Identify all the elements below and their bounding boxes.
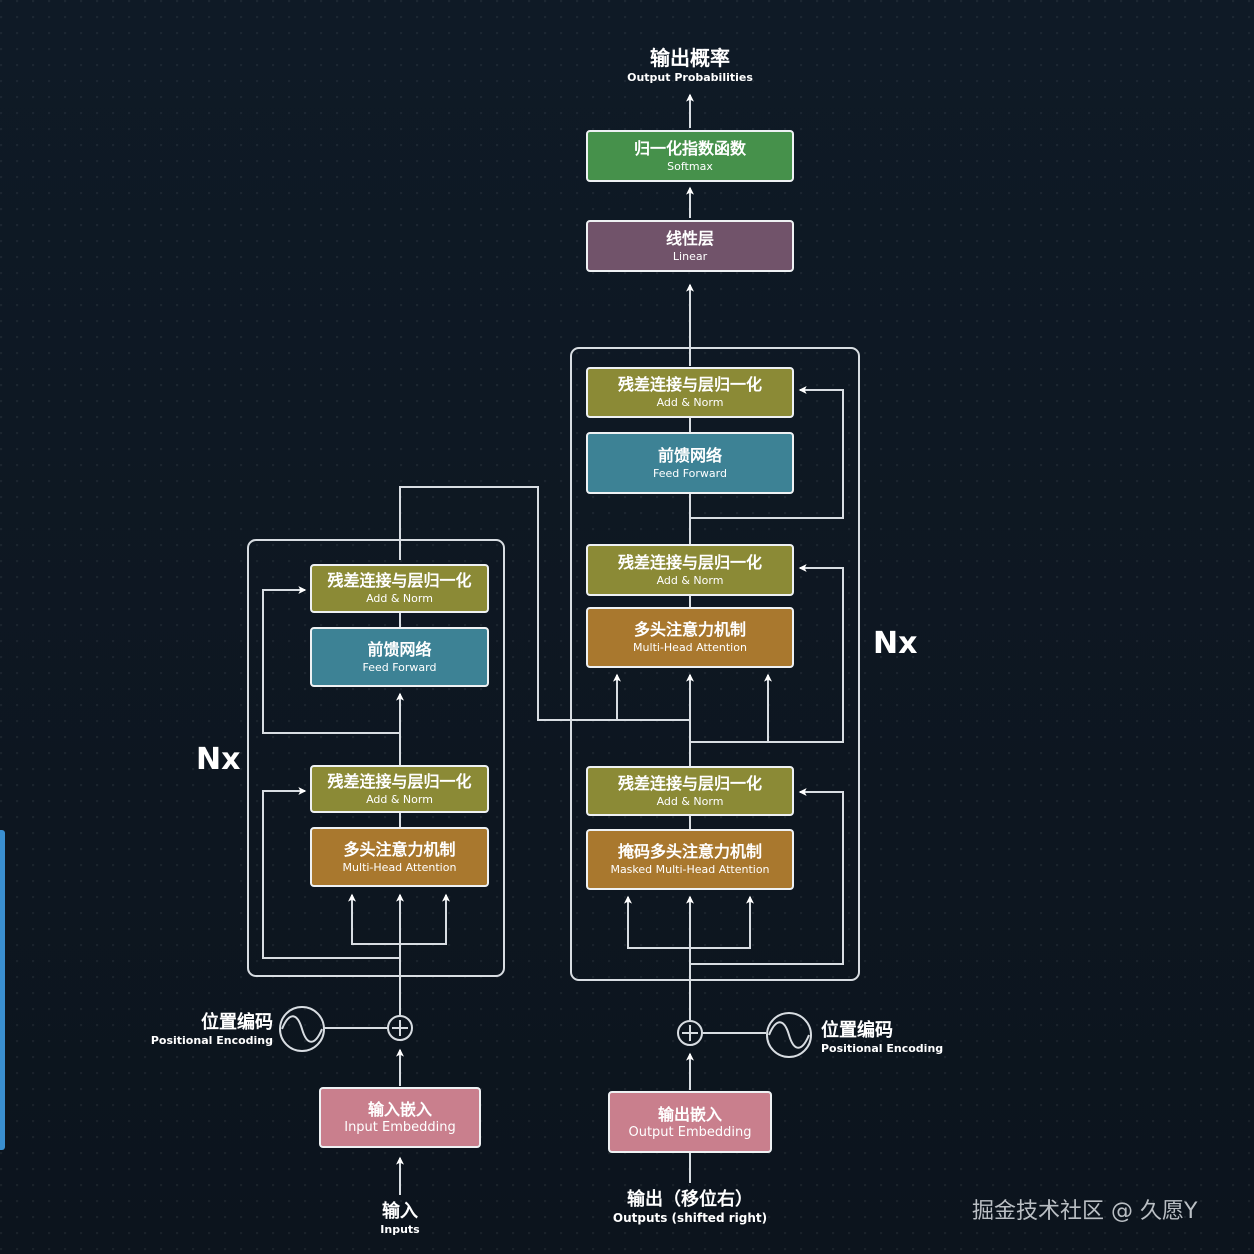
linear-en: Linear xyxy=(672,249,708,263)
input-embedding-en: Input Embedding xyxy=(344,1120,456,1135)
encoder-add-norm-top: 残差连接与层归一化 Add & Norm xyxy=(310,564,489,613)
dec-plus-node xyxy=(677,1020,703,1046)
decoder-positional-en: Positional Encoding xyxy=(821,1042,944,1055)
decoder-masked-attention-zh: 掩码多头注意力机制 xyxy=(617,842,762,861)
encoder-frame xyxy=(247,539,505,977)
enc-to-dec-connector xyxy=(399,486,690,721)
output-probabilities-zh: 输出概率 xyxy=(650,46,730,70)
inputs-en: Inputs xyxy=(380,1223,420,1236)
watermark-text: 掘金技术社区 @ 久愿Y xyxy=(972,1199,1198,1224)
enc-residual-top xyxy=(262,586,400,734)
encoder-feed-forward-en: Feed Forward xyxy=(362,660,437,674)
decoder-attention-zh: 多头注意力机制 xyxy=(633,620,746,639)
enc-plus-node xyxy=(387,1015,413,1041)
encoder-add-norm-top-en: Add & Norm xyxy=(366,592,433,605)
encoder-add-norm-bottom-zh: 残差连接与层归一化 xyxy=(327,771,472,791)
decoder-masked-attention: 掩码多头注意力机制 Masked Multi-Head Attention xyxy=(586,829,794,890)
decoder-feed-forward-en: Feed Forward xyxy=(653,466,727,480)
decoder-add-norm-bottom: 残差连接与层归一化 Add & Norm xyxy=(586,766,794,816)
encoder-feed-forward-zh: 前馈网络 xyxy=(367,639,432,659)
encoder-attention-zh: 多头注意力机制 xyxy=(343,839,456,859)
enc-att-in-right xyxy=(400,893,450,945)
dec-residual-top xyxy=(690,386,844,519)
linear-block: 线性层 Linear xyxy=(586,220,794,272)
decoder-add-norm-mid: 残差连接与层归一化 Add & Norm xyxy=(586,544,794,596)
decoder-feed-forward-zh: 前馈网络 xyxy=(657,445,722,465)
dec-mask-in-right xyxy=(690,895,754,949)
encoder-add-norm-bottom: 残差连接与层归一化 Add & Norm xyxy=(310,765,489,813)
output-embedding-block: 输出嵌入 Output Embedding xyxy=(608,1091,772,1153)
encoder-feed-forward: 前馈网络 Feed Forward xyxy=(310,627,489,687)
decoder-add-norm-top-en: Add & Norm xyxy=(656,396,724,409)
linear-zh: 线性层 xyxy=(665,228,714,248)
encoder-attention-en: Multi-Head Attention xyxy=(342,860,457,874)
inputs-zh: 输入 xyxy=(382,1201,418,1222)
decoder-attention-en: Multi-Head Attention xyxy=(633,641,747,654)
decoder-multi-head-attention: 多头注意力机制 Multi-Head Attention xyxy=(586,607,794,668)
encoder-multi-head-attention: 多头注意力机制 Multi-Head Attention xyxy=(310,827,489,887)
outputs-shifted-zh: 输出（移位右） xyxy=(627,1189,753,1210)
softmax-en: Softmax xyxy=(667,159,713,173)
dec-att-in-left xyxy=(540,673,621,721)
decoder-masked-attention-en: Masked Multi-Head Attention xyxy=(610,863,770,876)
dec-mask-in-left xyxy=(624,895,690,949)
output-probabilities-label: 输出概率 Output Probabilities xyxy=(590,42,790,84)
inputs-label: 输入 Inputs xyxy=(340,1197,460,1236)
input-embedding-block: 输入嵌入 Input Embedding xyxy=(319,1087,481,1148)
encoder-add-norm-bottom-en: Add & Norm xyxy=(366,792,433,806)
decoder-positional-label: 位置编码 Positional Encoding xyxy=(821,1016,961,1055)
dec-sine-circle xyxy=(766,1012,812,1058)
enc-att-in-left xyxy=(348,893,400,945)
decoder-add-norm-mid-zh: 残差连接与层归一化 xyxy=(617,552,762,572)
encoder-nx-label: Nx xyxy=(196,742,241,777)
decoder-add-norm-bottom-en: Add & Norm xyxy=(656,794,724,808)
softmax-block: 归一化指数函数 Softmax xyxy=(586,130,794,182)
encoder-positional-en: Positional Encoding xyxy=(150,1034,273,1047)
decoder-add-norm-top-zh: 残差连接与层归一化 xyxy=(617,375,762,394)
decoder-frame xyxy=(570,347,860,981)
softmax-zh: 归一化指数函数 xyxy=(633,138,746,158)
decoder-add-norm-top: 残差连接与层归一化 Add & Norm xyxy=(586,367,794,418)
enc-sine-circle xyxy=(279,1006,325,1052)
left-edge-bar xyxy=(0,830,5,1150)
dec-att-in-right xyxy=(690,673,772,743)
output-embedding-zh: 输出嵌入 xyxy=(657,1104,722,1124)
outputs-shifted-en: Outputs (shifted right) xyxy=(612,1211,768,1225)
encoder-positional-zh: 位置编码 xyxy=(201,1012,273,1033)
decoder-positional-zh: 位置编码 xyxy=(821,1020,893,1041)
output-probabilities-en: Output Probabilities xyxy=(627,71,753,84)
outputs-shifted-label: 输出（移位右） Outputs (shifted right) xyxy=(600,1185,780,1225)
encoder-add-norm-top-zh: 残差连接与层归一化 xyxy=(327,571,472,590)
encoder-positional-label: 位置编码 Positional Encoding xyxy=(150,1008,273,1047)
decoder-add-norm-mid-en: Add & Norm xyxy=(656,573,724,587)
decoder-feed-forward: 前馈网络 Feed Forward xyxy=(586,432,794,494)
output-embedding-en: Output Embedding xyxy=(628,1124,752,1140)
decoder-add-norm-bottom-zh: 残差连接与层归一化 xyxy=(617,773,762,793)
input-embedding-zh: 输入嵌入 xyxy=(367,1100,432,1119)
enc-residual-bottom xyxy=(262,787,400,959)
dec-residual-bottom xyxy=(690,788,844,965)
decoder-nx-label: Nx xyxy=(873,626,918,661)
